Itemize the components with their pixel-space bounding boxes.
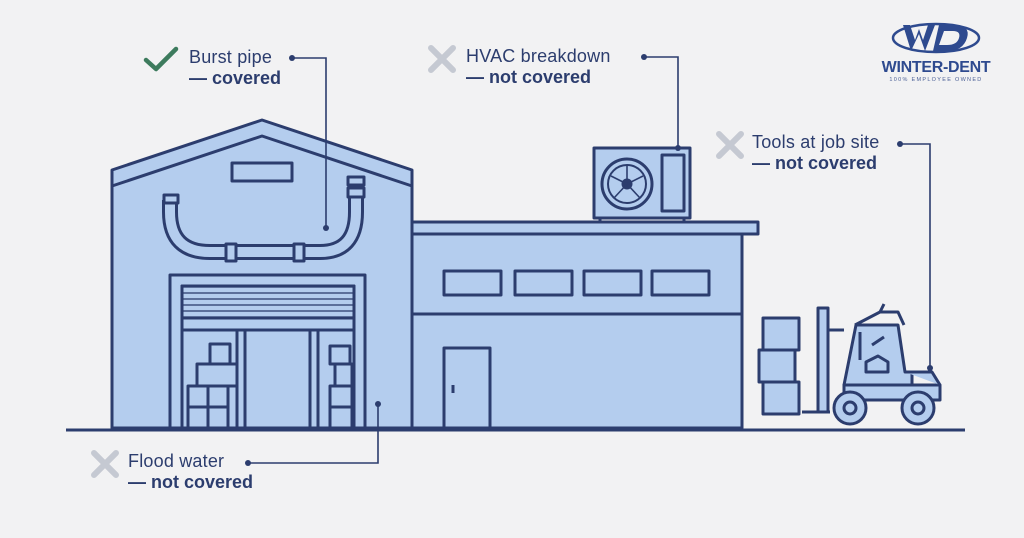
x-icon [91, 450, 119, 478]
stacked-boxes [757, 316, 801, 416]
callout-status: — not covered [466, 66, 592, 87]
callout-flood: Flood water — not covered [128, 451, 253, 492]
forklift [802, 303, 942, 426]
pipe-illustration [162, 175, 366, 263]
brand-tagline: 100% EMPLOYEE OWNED [889, 77, 983, 83]
brand-logo: WINTER-DENT 100% EMPLOYEE OWNED [876, 20, 996, 83]
check-icon [143, 46, 179, 72]
callout-status: — covered [189, 67, 282, 88]
main-building [110, 118, 414, 430]
leader-lines [245, 54, 933, 466]
brand-name: WINTER-DENT [881, 59, 991, 76]
callout-label: Flood water [128, 451, 225, 471]
x-icon [716, 131, 744, 159]
callout-status: — not covered [752, 152, 878, 173]
callout-hvac: HVAC breakdown — not covered [466, 46, 611, 87]
x-icon [428, 45, 456, 73]
callout-label: Tools at job site [752, 132, 880, 152]
callout-burst-pipe: Burst pipe — covered [189, 47, 281, 88]
callout-tools: Tools at job site — not covered [752, 132, 879, 173]
callout-status: — not covered [128, 471, 254, 492]
wd-logo-mark [891, 22, 981, 54]
annex-building [410, 220, 760, 430]
callout-label: Burst pipe [189, 47, 273, 67]
callout-label: HVAC breakdown [466, 46, 611, 66]
hvac-unit [592, 146, 692, 222]
